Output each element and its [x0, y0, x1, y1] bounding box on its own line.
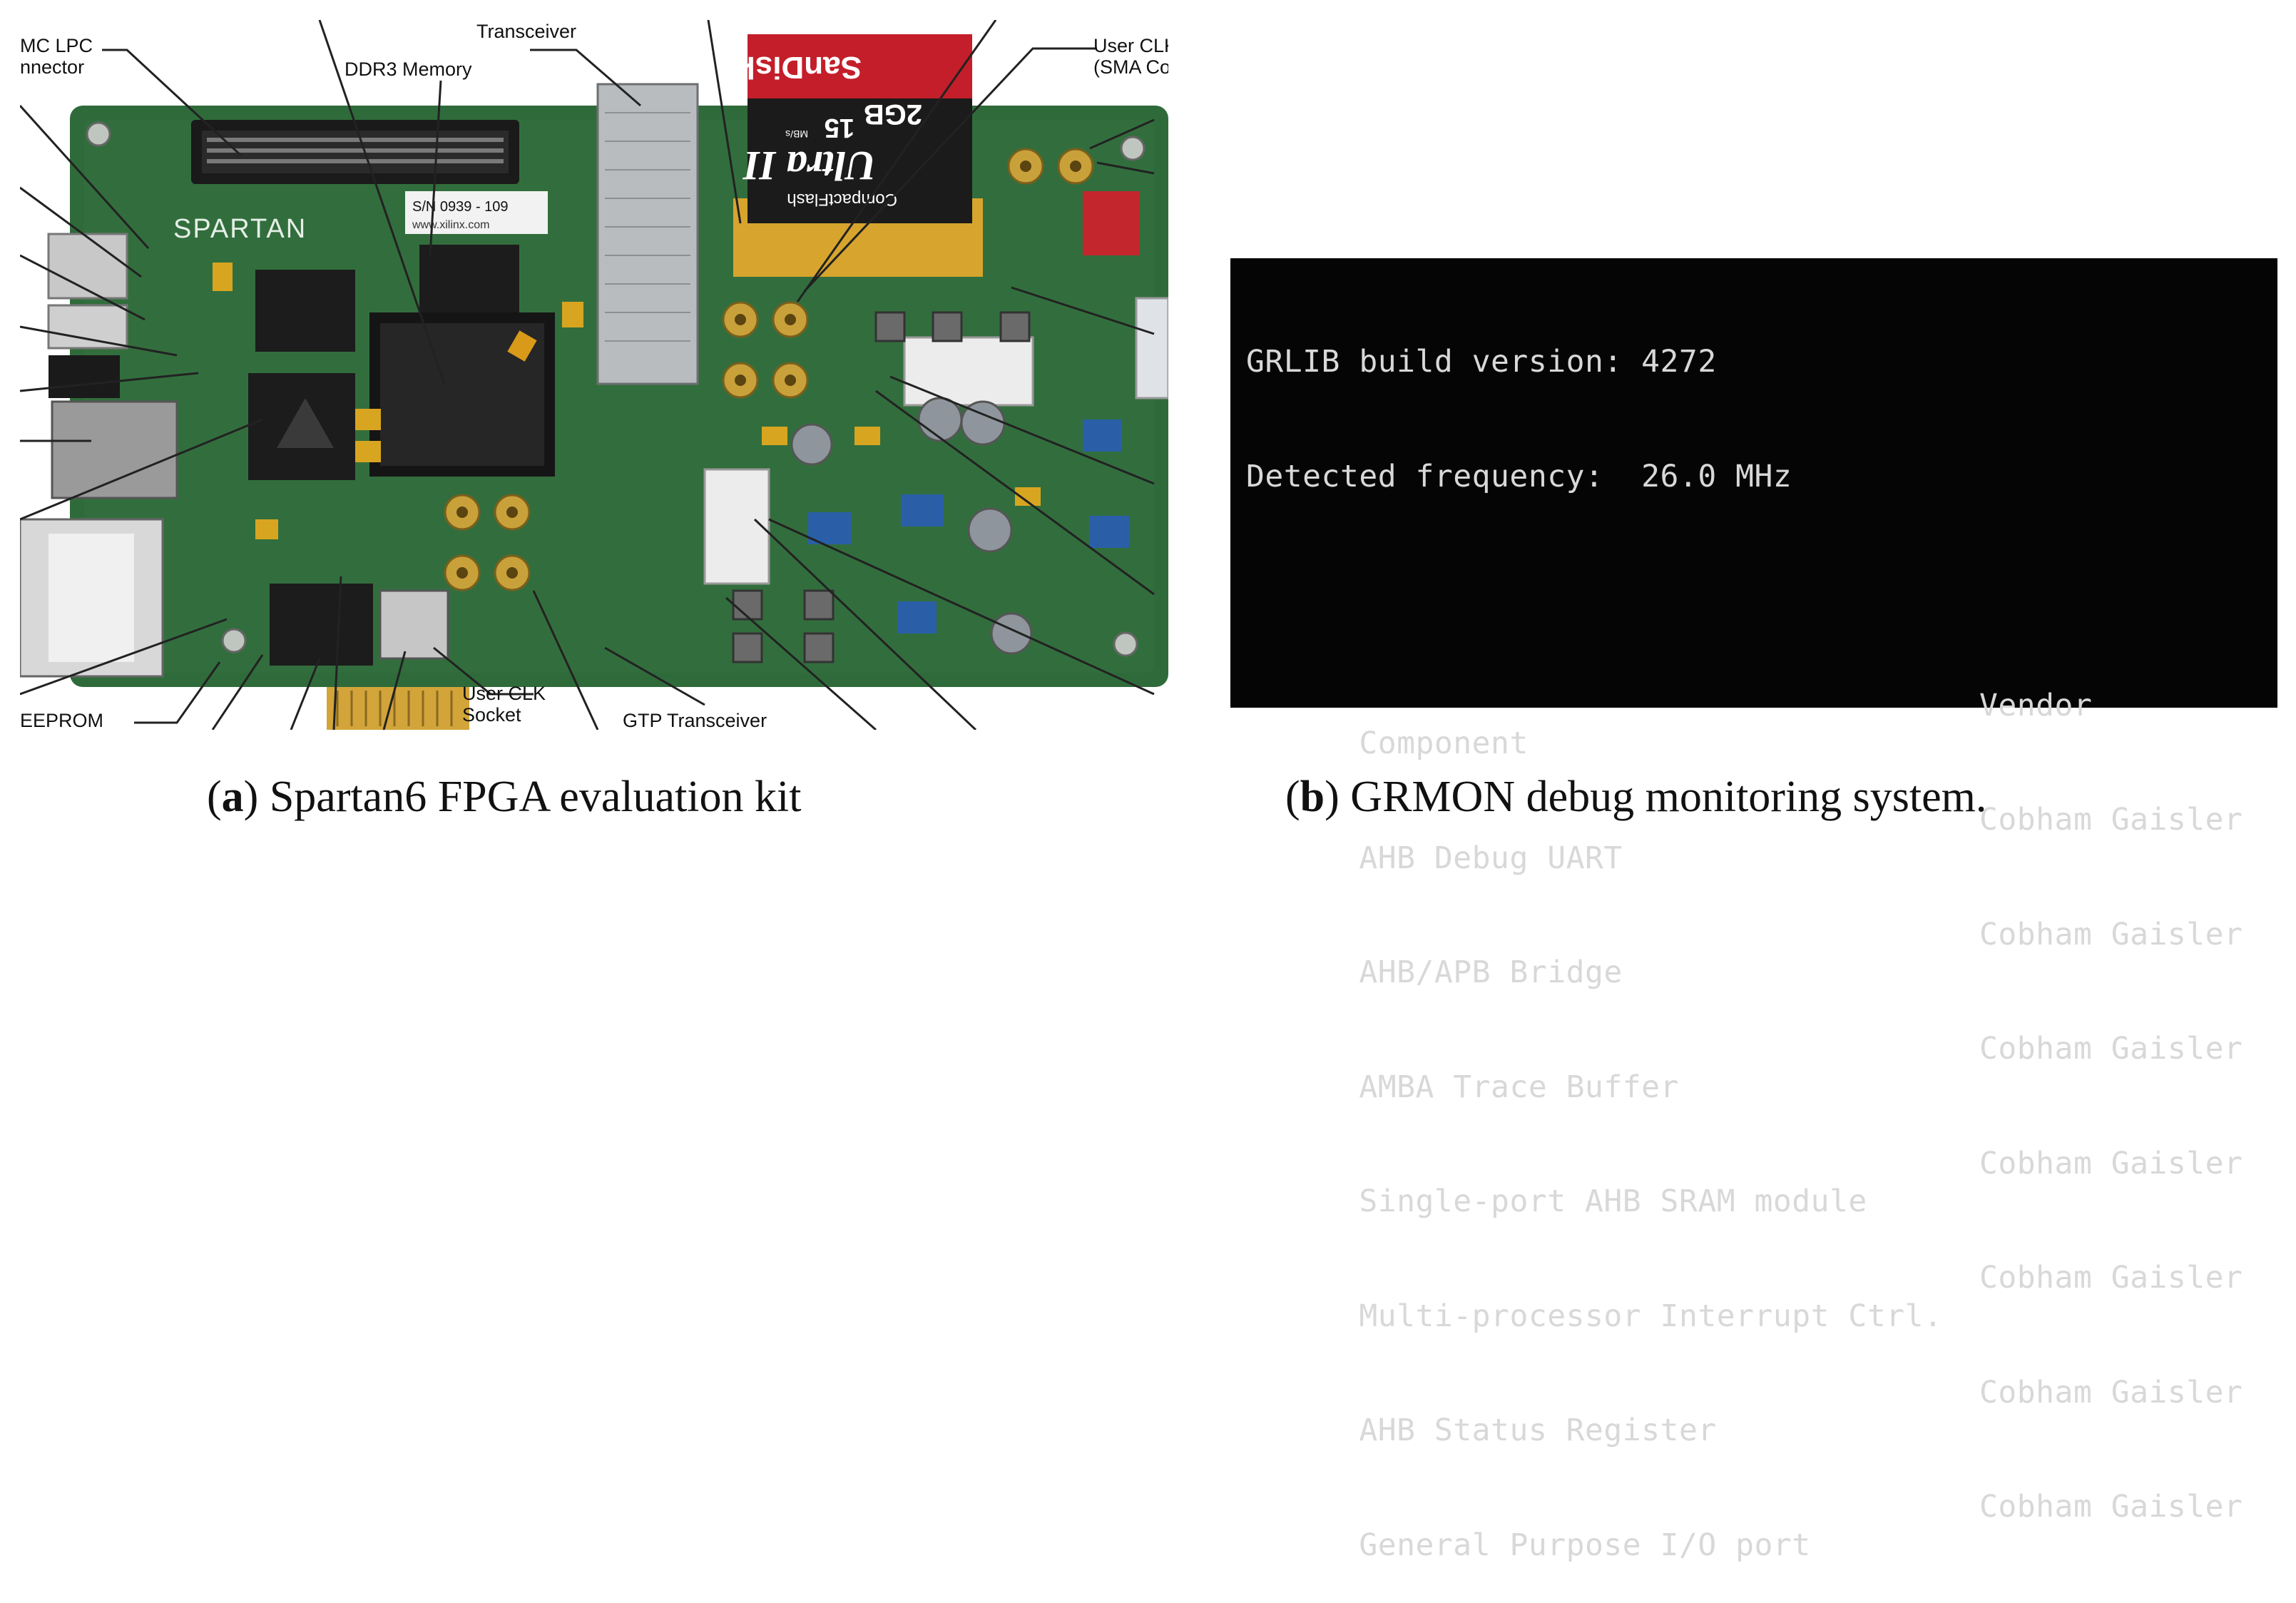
serial-sub-text: www.xilinx.com — [412, 219, 489, 231]
caption-b-text: GRMON debug monitoring system. — [1350, 773, 1987, 821]
pcie-edge — [327, 687, 469, 730]
callout-eeprom: EEPROM — [20, 710, 104, 730]
ddr3-chip — [419, 245, 519, 312]
row-component: Single-port AHB SRAM module — [1359, 1184, 1867, 1219]
caption-a-label: (a) — [207, 773, 259, 821]
callout-gtp-transceiver: GTP Transceiver — [623, 710, 767, 730]
serial-text: S/N 0939 - 109 — [412, 199, 509, 215]
spartan6-board-illustration: SPARTAN S/N 0939 - 109 www.xilinx.com — [20, 20, 1168, 730]
card-brand: SanDisk — [738, 50, 862, 85]
row-component: AMBA Trace Buffer — [1359, 1069, 1679, 1105]
row-component: Multi-processor Interrupt Ctrl. — [1359, 1298, 1943, 1334]
callout-transceiver: Transceiver — [476, 21, 577, 42]
card-size: 2GB — [864, 98, 922, 130]
frequency-line: Detected frequency: 26.0 MHz — [1246, 458, 1792, 494]
row-vendor: Cobham Gaisler — [1979, 1489, 2243, 1525]
mounting-hole — [221, 628, 247, 653]
row-vendor: Cobham Gaisler — [1979, 1031, 2243, 1067]
table-header: Component Vendor — [1246, 687, 2266, 762]
row-vendor: Cobham Gaisler — [1979, 1374, 2243, 1410]
row-component: AHB Debug UART — [1359, 840, 1623, 876]
blank-line — [1246, 572, 2266, 611]
table-row: AHB/APB Bridge Cobham Gaisler — [1246, 916, 2266, 991]
rj45-port — [51, 400, 178, 499]
terminal-output: GRLIB build version: 4272 Detected frequ… — [1246, 267, 2266, 1603]
grmon-terminal: GRLIB build version: 4272 Detected frequ… — [1230, 258, 2277, 1563]
mounting-hole — [1120, 136, 1146, 161]
row-vendor: Cobham Gaisler — [1979, 1145, 2243, 1181]
row-component: AHB/APB Bridge — [1359, 955, 1623, 990]
header-component: Component — [1359, 726, 1529, 761]
header-white — [703, 468, 770, 585]
table-row: Multi-processor Interrupt Ctrl. Cobham Ga… — [1246, 1259, 2266, 1334]
caption-b-letter: b — [1300, 773, 1325, 821]
table-row: AMBA Trace Buffer Cobham Gaisler — [1246, 1030, 2266, 1105]
brand-text: SPARTAN — [173, 214, 307, 244]
caption-a-text: Spartan6 FPGA evaluation kit — [269, 773, 802, 821]
row-vendor: Cobham Gaisler — [1979, 1260, 2243, 1296]
callout-ddr3-memory: DDR3 Memory — [345, 58, 472, 80]
mounting-hole — [86, 121, 111, 147]
flash-chip — [255, 270, 355, 352]
row-vendor: Cobham Gaisler — [1979, 916, 2243, 952]
caption-b: (b) GRMON debug monitoring system. — [1285, 772, 1986, 823]
row-component: General Purpose I/O port — [1359, 1527, 1811, 1563]
callout-user-clk-socket: User CLK Socket — [462, 683, 546, 726]
caption-a-letter: a — [221, 773, 244, 821]
row-vendor: Cobham Gaisler — [1979, 802, 2243, 838]
callout-fmc-connector: MC LPC nnector — [20, 35, 93, 78]
card-speed: 15 — [825, 113, 854, 143]
sfp-cage — [596, 83, 699, 385]
jumper-block — [1083, 191, 1140, 255]
table-row: General Purpose I/O port Cobham Gaisler — [1246, 1488, 2266, 1563]
board-photo: SPARTAN S/N 0939 - 109 www.xilinx.com — [20, 20, 1168, 730]
build-version-line: GRLIB build version: 4272 — [1246, 344, 1717, 380]
card-type: CompactFlash — [787, 190, 897, 209]
card-speed-unit: MB/s — [785, 128, 808, 140]
callout-user-clk-sma: User CLK (SMA Con — [1093, 35, 1168, 78]
header-vendor: Vendor — [1979, 687, 2093, 723]
power-header — [903, 336, 1034, 407]
table-row: AHB Status Register Cobham Gaisler — [1246, 1374, 2266, 1449]
caption-a: (a) Spartan6 FPGA evaluation kit — [207, 772, 801, 823]
mounting-hole — [1113, 631, 1138, 657]
row-component: AHB Status Register — [1359, 1413, 1717, 1448]
usb-port — [47, 233, 128, 300]
card-name: Ultra II — [742, 143, 876, 189]
clock-socket — [379, 589, 449, 660]
caption-b-label: (b) — [1285, 773, 1340, 821]
table-row: Single-port AHB SRAM module Cobham Gaisle… — [1246, 1145, 2266, 1220]
